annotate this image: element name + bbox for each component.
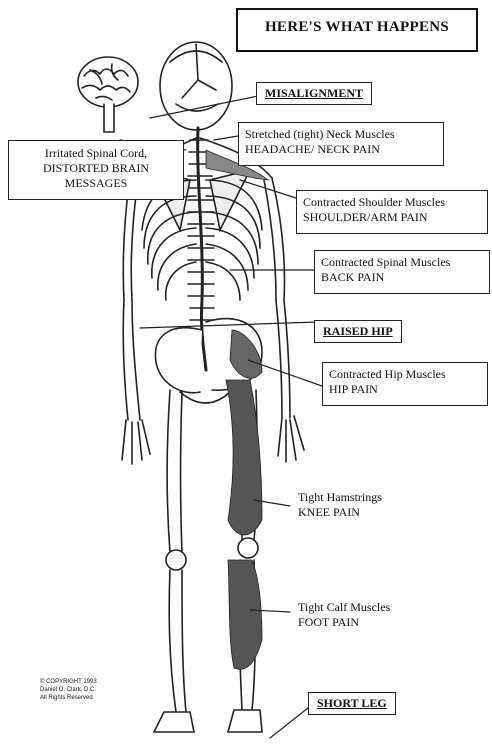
diagram-title: HERE'S WHAT HAPPENS bbox=[236, 8, 478, 52]
label-raised-hip: RAISED HIP bbox=[314, 320, 402, 343]
brain-icon bbox=[78, 57, 138, 132]
label-hip: Contracted Hip Muscles HIP PAIN bbox=[322, 362, 488, 406]
spinal-cord-line2: DISTORTED BRAIN bbox=[15, 161, 177, 176]
shoulder-line1: Contracted Shoulder Muscles bbox=[303, 195, 481, 210]
copyright-line1: © COPYRIGHT 1993 bbox=[40, 678, 120, 686]
label-calf: Tight Calf Muscles FOOT PAIN bbox=[292, 596, 396, 636]
muscles bbox=[206, 150, 268, 669]
label-back: Contracted Spinal Muscles BACK PAIN bbox=[314, 250, 490, 294]
label-hamstrings: Tight Hamstrings KNEE PAIN bbox=[292, 486, 396, 526]
hamstrings-line2: KNEE PAIN bbox=[298, 505, 390, 520]
neck-line1: Stretched (tight) Neck Muscles bbox=[245, 127, 437, 142]
back-line1: Contracted Spinal Muscles bbox=[321, 255, 483, 270]
label-neck: Stretched (tight) Neck Muscles HEADACHE/… bbox=[238, 122, 444, 166]
label-shoulder: Contracted Shoulder Muscles SHOULDER/ARM… bbox=[296, 190, 488, 234]
calf-line1: Tight Calf Muscles bbox=[298, 600, 390, 615]
skull bbox=[160, 42, 232, 130]
neck-line2: HEADACHE/ NECK PAIN bbox=[245, 142, 437, 157]
hip-line1: Contracted Hip Muscles bbox=[329, 367, 481, 382]
spinal-cord-line3: MESSAGES bbox=[15, 176, 177, 191]
hip-line2: HIP PAIN bbox=[329, 382, 481, 397]
back-line2: BACK PAIN bbox=[321, 270, 483, 285]
calf-line2: FOOT PAIN bbox=[298, 615, 390, 630]
spinal-cord-line1: Irritated Spinal Cord, bbox=[15, 146, 177, 161]
label-short-leg: SHORT LEG bbox=[308, 692, 396, 715]
copyright-notice: © COPYRIGHT 1993 Daniel O. Clark, D.C. A… bbox=[40, 678, 120, 702]
copyright-line2: Daniel O. Clark, D.C. bbox=[40, 686, 120, 694]
label-misalignment: MISALIGNMENT bbox=[256, 82, 372, 105]
label-spinal-cord: Irritated Spinal Cord, DISTORTED BRAIN M… bbox=[8, 140, 184, 200]
copyright-line3: All Rights Reserved bbox=[40, 694, 120, 702]
hamstrings-line1: Tight Hamstrings bbox=[298, 490, 390, 505]
shoulder-line2: SHOULDER/ARM PAIN bbox=[303, 210, 481, 225]
